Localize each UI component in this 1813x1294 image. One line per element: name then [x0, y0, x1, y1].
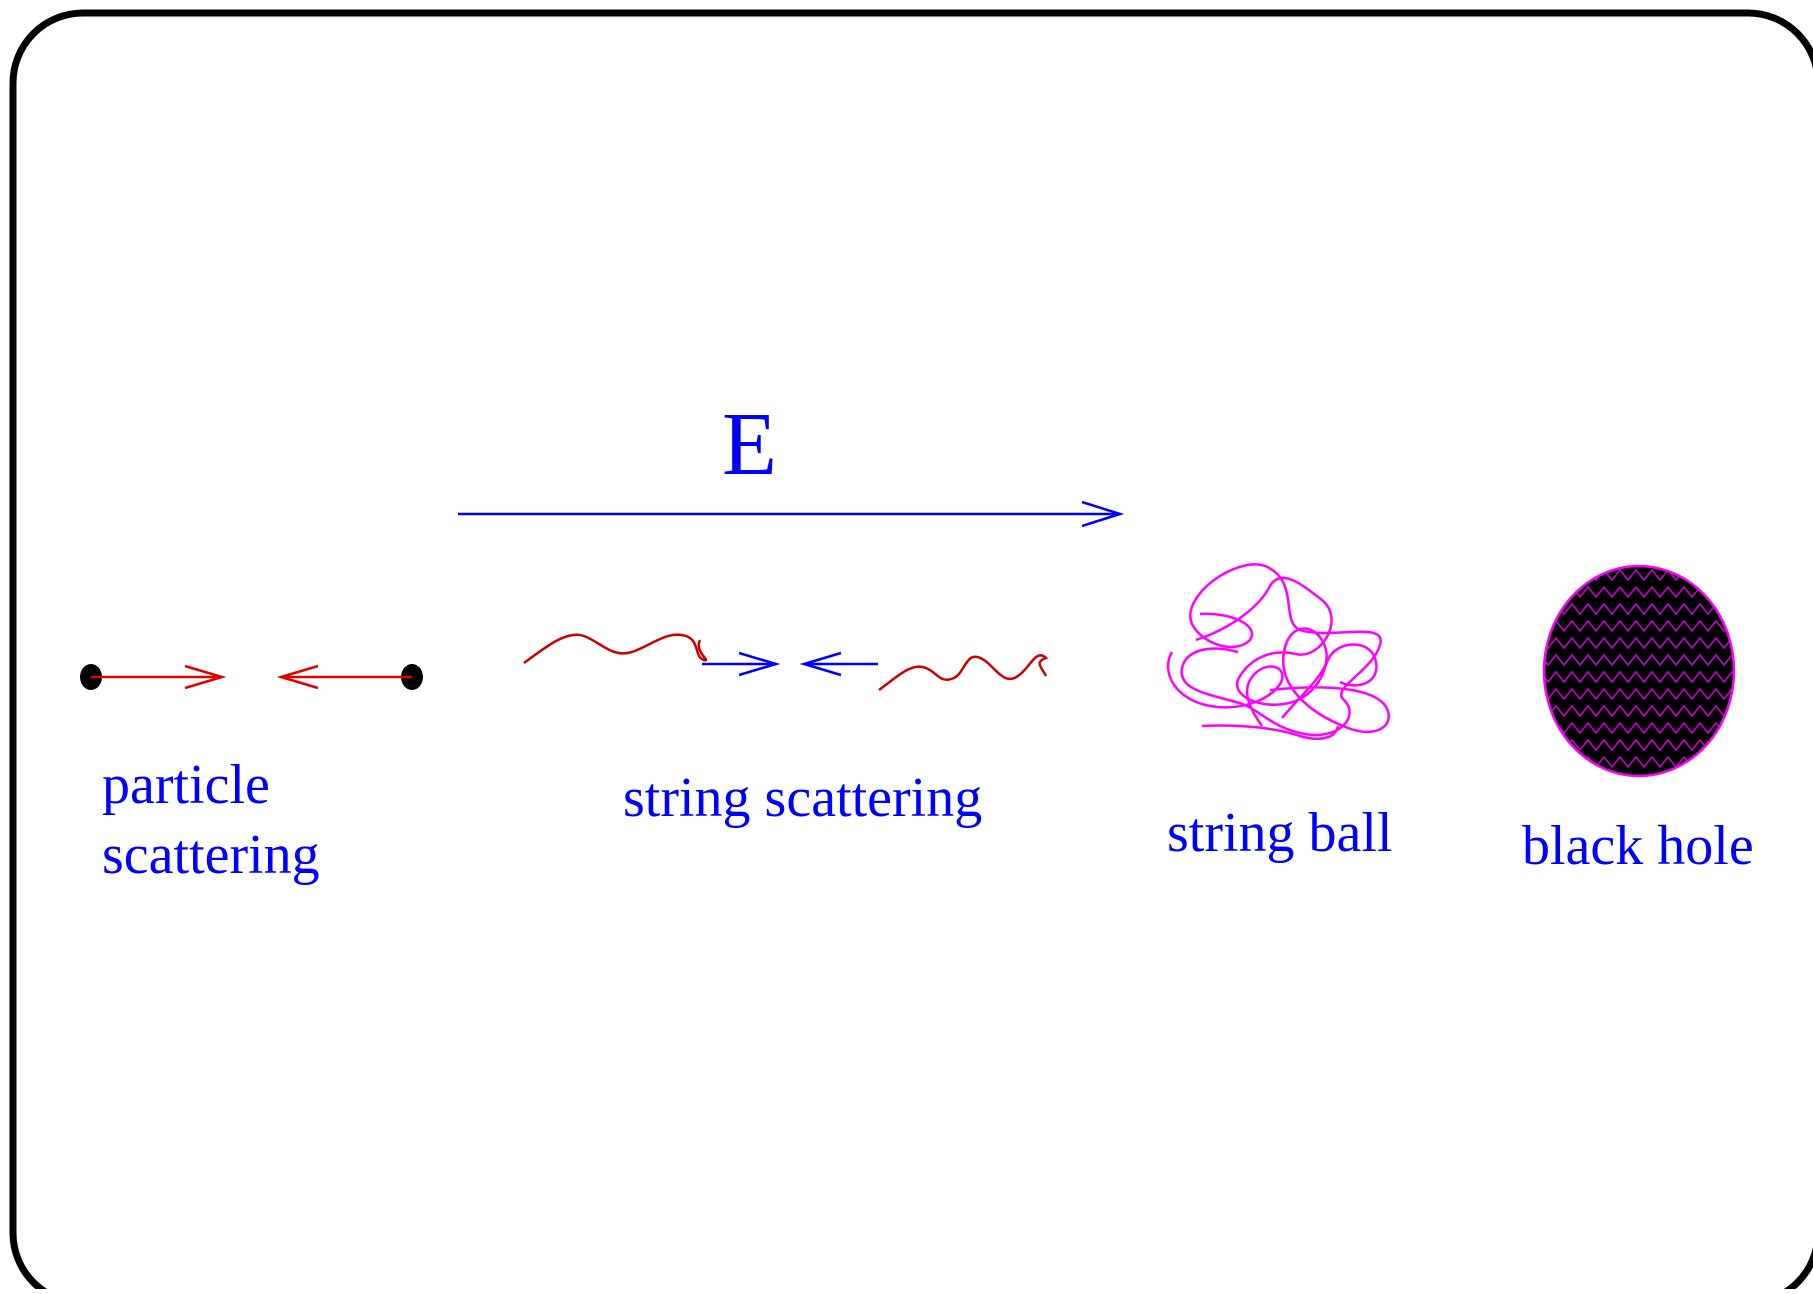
string-right-arrow [799, 651, 878, 677]
black-hole-zigzag-line [1544, 636, 1734, 650]
string-ball-loop-4 [1201, 724, 1340, 740]
frame-border [9, 9, 1813, 1294]
black-hole-zigzag-line [1544, 687, 1734, 701]
black-hole-zigzag-line [1544, 721, 1734, 735]
particle-left-arrow [91, 664, 227, 690]
string-ball-loop-2 [1195, 576, 1390, 734]
string-ball-loop-3 [1166, 651, 1284, 727]
string-ball-label: string ball [1167, 802, 1393, 864]
black-hole-zigzag-line [1544, 670, 1734, 684]
black-hole-label: black hole [1522, 815, 1754, 877]
string-left-arrow [702, 651, 781, 677]
string-ball-figure [1166, 563, 1390, 740]
particle-scattering-label-line1: particle [102, 754, 270, 816]
string-ball-loop-1 [1180, 563, 1382, 737]
string-right [878, 654, 1049, 692]
black-hole-figure [1542, 564, 1736, 778]
black-hole-zigzag-line [1544, 704, 1734, 718]
black-hole-rim [1542, 564, 1736, 778]
string-scattering-label: string scattering [623, 767, 983, 829]
black-hole-zigzag-line [1544, 619, 1734, 633]
string-scattering-figure [523, 633, 1049, 692]
particle-scattering-figure [80, 664, 423, 690]
string-left [523, 633, 708, 665]
black-hole-zigzag-line [1544, 653, 1734, 667]
particle-scattering-label-line2: scattering [102, 824, 320, 886]
string-ball-loop-5 [1281, 643, 1378, 719]
energy-label: E [722, 395, 777, 494]
particle-right-arrow [276, 664, 412, 690]
black-hole-disc [1544, 566, 1734, 776]
black-hole-zigzag-line [1544, 602, 1734, 616]
energy-arrow [458, 500, 1125, 528]
